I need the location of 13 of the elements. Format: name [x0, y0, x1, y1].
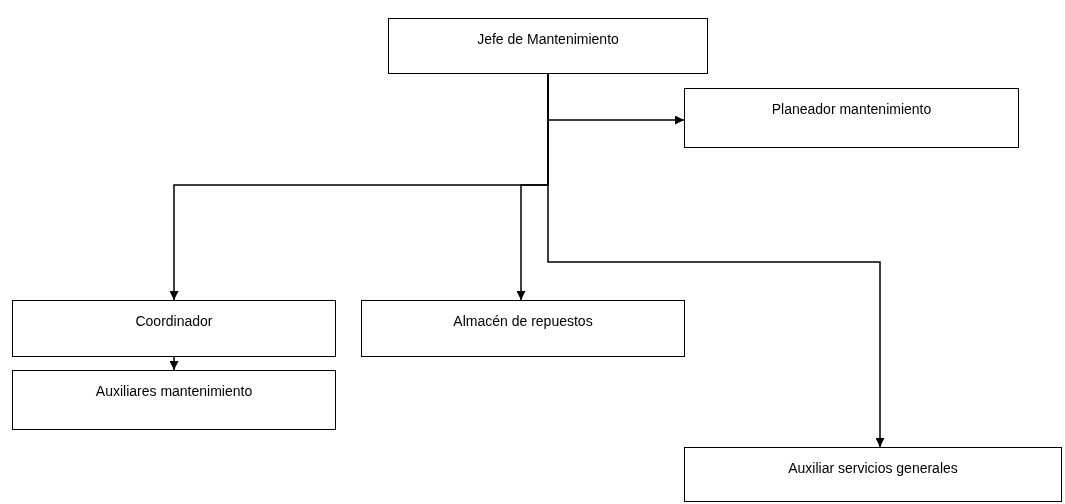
position-box — [12, 300, 336, 357]
position-title: Auxiliares mantenimiento — [95, 383, 253, 399]
position-title: Jefe de Mantenimiento — [477, 31, 619, 47]
position-box — [12, 370, 336, 430]
position-box — [388, 18, 708, 74]
position-title: Planeador mantenimiento — [771, 101, 932, 117]
position-title: Almacén de repuestos — [453, 313, 593, 329]
position-title: Coordinador — [135, 313, 213, 329]
position-box — [361, 300, 685, 357]
position-box — [684, 88, 1019, 148]
connector-arrow — [169, 356, 179, 371]
position-title: Auxiliar servicios generales — [788, 460, 958, 476]
position-box — [684, 447, 1062, 502]
